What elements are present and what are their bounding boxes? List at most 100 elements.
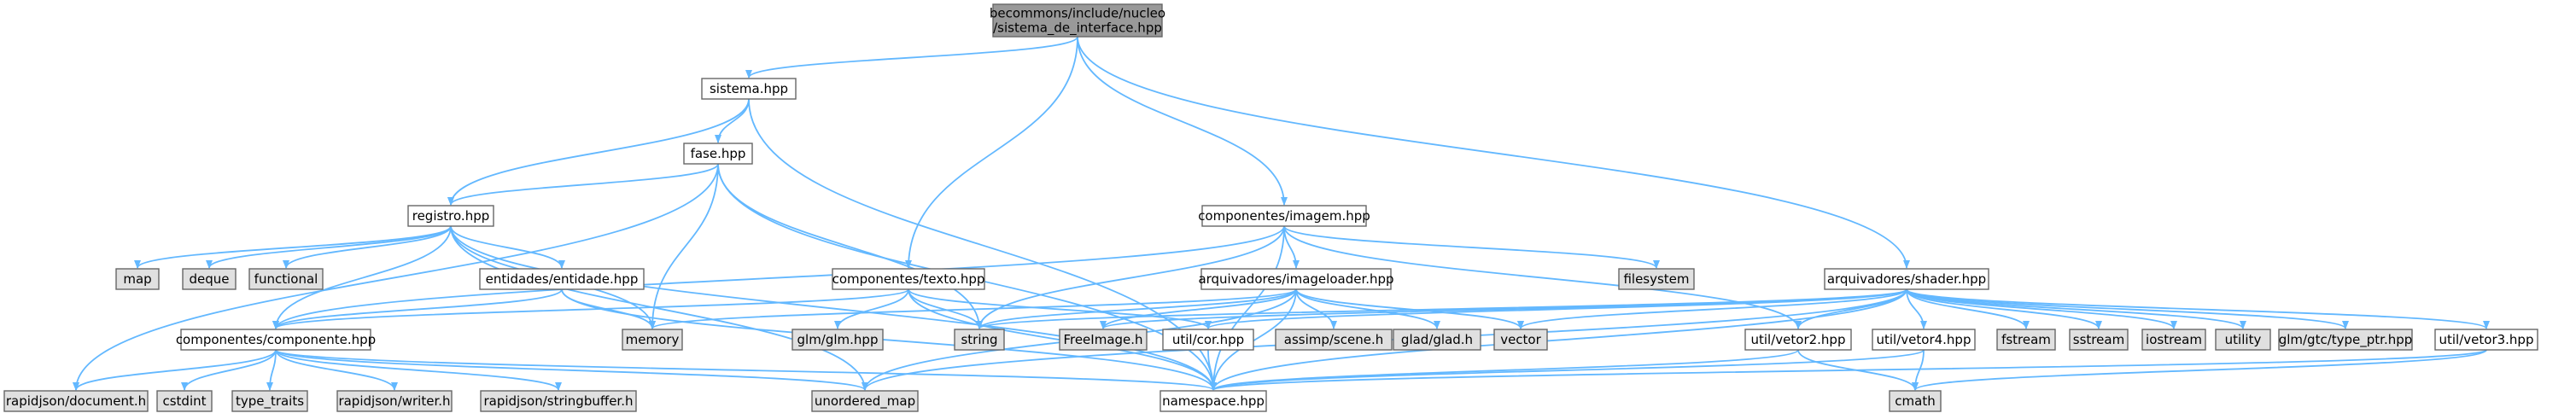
edge-vetor3-to-namespace — [1210, 349, 2487, 391]
edge-shader-to-cor — [1205, 288, 1907, 329]
node-string-box — [954, 329, 1005, 351]
node-rapiddoc: rapidjson/document.h — [3, 390, 149, 412]
node-registro-box — [407, 205, 494, 227]
node-root-box — [992, 3, 1163, 38]
edge-imageloader-to-string — [976, 288, 1297, 329]
node-shader[interactable]: arquivadores/shader.hpp — [1824, 268, 1989, 290]
node-texto-label: componentes/texto.hpp — [832, 271, 985, 287]
node-vector-label: vector — [1500, 332, 1541, 347]
edge-imagem-to-string — [976, 225, 1285, 329]
node-vetor2[interactable]: util/vetor2.hpp — [1744, 329, 1852, 351]
edge-imageloader-to-assimp — [1295, 288, 1337, 329]
edge-componente-to-stringbuffer — [275, 349, 562, 391]
node-vector-box — [1493, 329, 1548, 351]
edge-imagem-to-namespace — [1210, 225, 1285, 391]
node-fase-box — [683, 143, 753, 165]
node-cmath: cmath — [1889, 390, 1942, 412]
node-functional: functional — [248, 268, 324, 290]
node-assimp-box — [1275, 329, 1393, 351]
edge-entidade-to-componente — [272, 288, 563, 329]
edge-componente-to-namespace — [275, 349, 1217, 391]
node-sstream: sstream — [2069, 329, 2129, 351]
node-shader-box — [1824, 268, 1989, 290]
edge-imageloader-to-glad — [1295, 288, 1440, 329]
edge-texto-to-componente — [272, 288, 909, 329]
node-entidade-box — [479, 268, 645, 290]
node-texto-box — [832, 268, 985, 290]
node-registro[interactable]: registro.hpp — [407, 205, 494, 227]
edge-shader-to-vector — [1517, 288, 1907, 329]
edge-shader-to-vetor3 — [1906, 288, 2490, 329]
node-namespace-label: namespace.hpp — [1162, 393, 1265, 409]
node-string-label: string — [961, 332, 997, 347]
node-functional-label: functional — [254, 271, 318, 287]
node-map-box — [115, 268, 160, 290]
node-texto[interactable]: componentes/texto.hpp — [832, 268, 985, 290]
edge-shader-to-typeptr — [1906, 288, 2349, 329]
node-registro-label: registro.hpp — [412, 208, 490, 224]
node-imagem[interactable]: componentes/imagem.hpp — [1198, 205, 1370, 227]
node-vetor3-box — [2434, 329, 2538, 351]
node-vector: vector — [1493, 329, 1548, 351]
edge-registro-to-componente — [272, 225, 452, 329]
node-entidade[interactable]: entidades/entidade.hpp — [479, 268, 645, 290]
edge-componente-to-cstdint — [181, 349, 277, 391]
node-imageloader[interactable]: arquivadores/imageloader.hpp — [1198, 268, 1394, 290]
node-typetraits-box — [231, 390, 308, 412]
edge-componente-to-typetraits — [266, 349, 277, 391]
edge-shader-to-fstream — [1906, 288, 2030, 329]
edge-root-to-sistema — [745, 36, 1078, 79]
edge-imageloader-to-memory — [649, 288, 1297, 329]
node-componente-label: componentes/componente.hpp — [176, 332, 376, 347]
edge-imageloader-to-freeimage — [1100, 288, 1297, 329]
node-root-label: /sistema_de_interface.hpp — [993, 20, 1162, 37]
node-imageloader-box — [1200, 268, 1392, 290]
node-sistema-box — [701, 78, 797, 100]
node-sistema[interactable]: sistema.hpp — [701, 78, 797, 100]
node-cmath-box — [1889, 390, 1942, 412]
node-shader-label: arquivadores/shader.hpp — [1827, 271, 1986, 287]
file-nodes: becommons/include/nucleo/sistema_de_inte… — [3, 3, 2538, 412]
node-namespace-box — [1159, 390, 1267, 412]
edge-root-to-texto — [905, 36, 1078, 269]
edge-sistema-to-fase — [715, 98, 750, 143]
edge-shader-to-freeimage — [1100, 288, 1907, 329]
edge-fase-to-rapiddoc — [73, 163, 719, 391]
node-fstream-box — [1996, 329, 2056, 351]
edge-shader-to-utility — [1906, 288, 2246, 329]
node-cor-label: util/cor.hpp — [1172, 332, 1244, 347]
node-functional-box — [248, 268, 324, 290]
node-vetor4-label: util/vetor4.hpp — [1877, 332, 1971, 347]
edge-registro-to-unordered — [450, 225, 868, 391]
edge-componente-to-unordered — [275, 349, 868, 391]
node-imageloader-label: arquivadores/imageloader.hpp — [1198, 271, 1393, 287]
node-vetor3[interactable]: util/vetor3.hpp — [2434, 329, 2538, 351]
node-namespace[interactable]: namespace.hpp — [1159, 390, 1267, 412]
edge-vetor4-to-namespace — [1210, 349, 1925, 391]
node-freeimage-box — [1059, 329, 1148, 351]
node-writer: rapidjson/writer.h — [336, 390, 453, 412]
node-stringbuffer: rapidjson/stringbuffer.h — [480, 390, 637, 412]
node-fstream-label: fstream — [2001, 332, 2051, 347]
node-componente[interactable]: componentes/componente.hpp — [176, 329, 376, 351]
node-filesystem-label: filesystem — [1623, 271, 1689, 287]
node-sstream-label: sstream — [2073, 332, 2124, 347]
node-assimp-label: assimp/scene.h — [1284, 332, 1383, 347]
node-deque-label: deque — [189, 271, 229, 287]
node-vetor4[interactable]: util/vetor4.hpp — [1872, 329, 1976, 351]
edge-componente-to-writer — [275, 349, 398, 391]
node-fase[interactable]: fase.hpp — [683, 143, 753, 165]
node-unordered: unordered_map — [811, 390, 919, 412]
node-cstdint-box — [156, 390, 213, 412]
edge-registro-to-functional — [283, 225, 452, 269]
edge-imagem-to-componente — [272, 225, 1285, 329]
node-iostream-label: iostream — [2146, 332, 2202, 347]
node-glm-label: glm/glm.hpp — [797, 332, 879, 347]
node-utility: utility — [2215, 329, 2271, 351]
node-cor[interactable]: util/cor.hpp — [1162, 329, 1254, 351]
node-root[interactable]: becommons/include/nucleo/sistema_de_inte… — [990, 3, 1165, 38]
edge-fase-to-registro — [447, 163, 719, 206]
node-typetraits-label: type_traits — [236, 393, 304, 410]
node-cor-box — [1162, 329, 1254, 351]
node-unordered-box — [811, 390, 919, 412]
